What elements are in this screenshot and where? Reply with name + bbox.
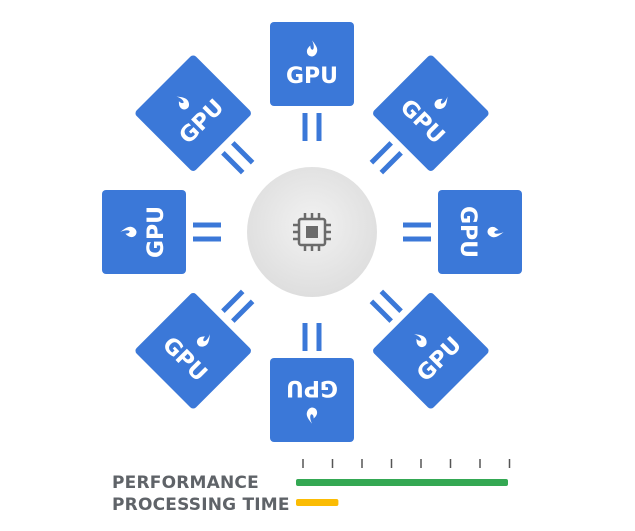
performance-label: PERFORMANCE (112, 473, 259, 493)
gpu-card: GPU (102, 190, 186, 274)
cpu-chip-icon (293, 213, 331, 251)
processing-time-bar (296, 499, 339, 506)
gpu-card: GPU (135, 293, 251, 409)
gpu-cards: GPU GPU GPU GPU GPU GPU GPU GPU (102, 22, 522, 442)
connector (193, 222, 221, 242)
connector (302, 113, 322, 141)
connector (369, 141, 403, 175)
gpu-card: GPU (135, 55, 251, 171)
connector (403, 222, 431, 242)
gpu-card: GPU (270, 358, 354, 442)
gpu-card: GPU (270, 22, 354, 106)
gpu-label: GPU (286, 375, 338, 400)
gpu-label: GPU (144, 206, 169, 258)
connector (221, 289, 255, 323)
gpu-label: GPU (286, 64, 338, 89)
connector (221, 141, 255, 175)
gpu-label: GPU (455, 206, 480, 258)
processing-time-label: PROCESSING TIME (112, 495, 290, 515)
performance-bar (296, 479, 508, 486)
connectors (193, 113, 431, 351)
gpu-card: GPU (373, 293, 489, 409)
gpu-card: GPU (438, 190, 522, 274)
connector (369, 289, 403, 323)
connector (302, 323, 322, 351)
legend-ticks (302, 459, 511, 468)
gpu-card: GPU (373, 55, 489, 171)
